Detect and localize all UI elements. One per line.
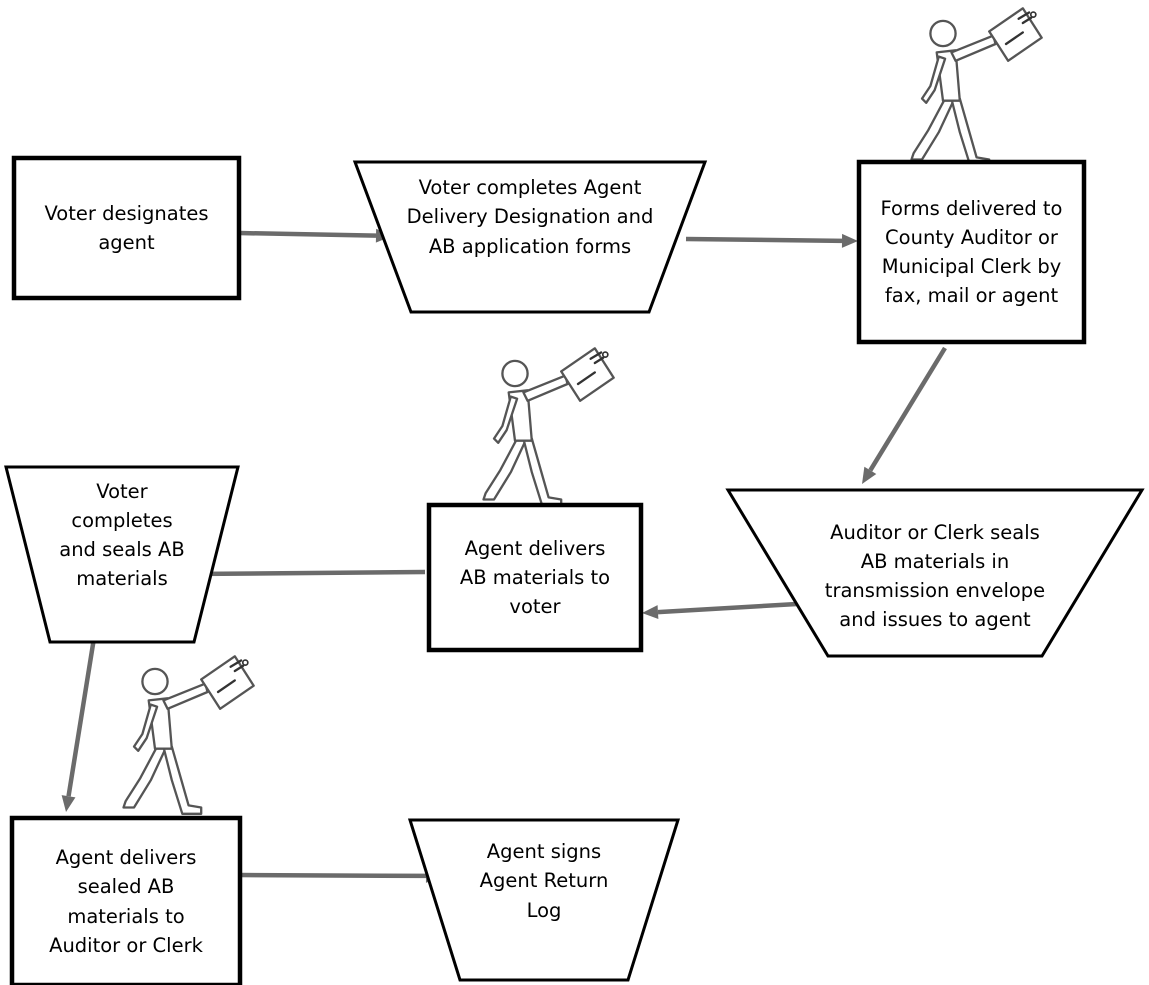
node-return-log-label: Agent signs Agent Return Log: [479, 840, 609, 922]
node-complete-forms-label: Voter completes Agent Delivery Designati…: [406, 176, 654, 258]
node-complete-forms-trapezoid: [352, 160, 708, 314]
arrow-designate-to-complete-forms: [238, 228, 392, 243]
arrow-forms-delivered-to-seal-issue: [862, 346, 947, 484]
walking-person-with-ballot-icon: [122, 655, 255, 815]
node-agent-to-voter-box: [426, 502, 644, 653]
node-designate-label: Voter designates agent: [44, 201, 209, 254]
arrow-complete-forms-to-forms-delivered: [685, 233, 858, 248]
node-agent-returns-box: [9, 815, 243, 985]
node-voter-seals-trapezoid: [4, 465, 240, 644]
node-return-log-trapezoid: [407, 818, 681, 982]
node-agent-to-voter-label: Agent delivers AB materials to voter: [459, 536, 611, 619]
arrow-agent-to-voter-to-voter-seals: [190, 566, 426, 581]
arrow-agent-returns-to-return-log: [239, 868, 442, 883]
node-seal-issue-trapezoid: [725, 488, 1145, 658]
walking-person-with-ballot-icon: [910, 7, 1043, 167]
node-seal-issue-label: Auditor or Clerk seals AB materials in t…: [824, 520, 1046, 632]
node-forms-delivered-label: Forms delivered to County Auditor or Mun…: [880, 196, 1063, 308]
arrow-seal-issue-to-agent-to-voter: [642, 601, 798, 620]
node-agent-returns-label: Agent delivers sealed AB materials to Au…: [49, 846, 203, 957]
arrow-voter-seals-to-agent-returns: [61, 637, 97, 812]
node-voter-seals-label: Voter completes and seals AB materials: [59, 479, 185, 591]
node-designate-box: [11, 155, 242, 301]
walking-person-with-ballot-icon: [482, 347, 615, 507]
node-forms-delivered-box: [856, 159, 1087, 345]
